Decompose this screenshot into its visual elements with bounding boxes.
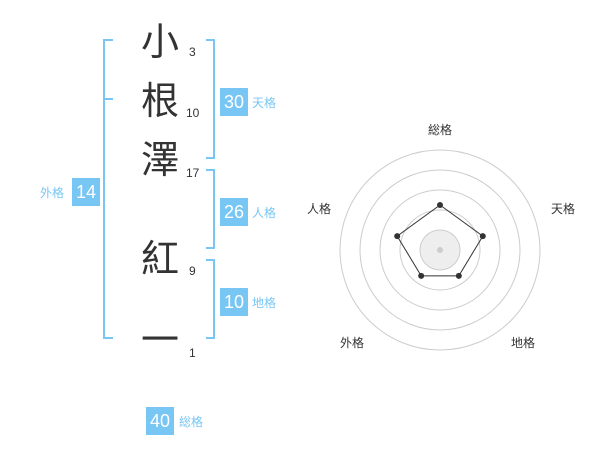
radar-grid-ring-5	[339, 149, 541, 351]
radar-grid-ring-2	[399, 209, 481, 291]
stroke-count-4: 9	[189, 264, 196, 278]
radar-grid-ring-4	[359, 169, 521, 331]
gaikaku-bracket	[103, 39, 113, 339]
chikaku-label: 地格	[252, 296, 277, 310]
radar-axis-label-chikaku: 地格	[511, 336, 536, 350]
gaikaku-badge: 14	[72, 178, 100, 206]
radar-center-dot	[437, 247, 443, 253]
name-char-5: 一	[140, 318, 179, 362]
radar-axis-label-jinkaku: 人格	[307, 202, 332, 216]
jinkaku-bracket	[206, 169, 215, 249]
radar-grid	[339, 149, 541, 351]
tenkaku-label: 天格	[252, 96, 277, 110]
radar-data-polygon	[396, 204, 484, 277]
radar-grid-ring-3	[379, 189, 501, 311]
radar-point-1	[437, 202, 443, 208]
radar-point-5	[394, 233, 401, 240]
tenkaku-bracket	[206, 39, 215, 159]
jinkaku-badge: 26	[220, 198, 248, 226]
name-char-4: 紅	[140, 237, 179, 281]
chikaku-bracket	[206, 259, 215, 339]
soukaku-label: 総格	[179, 415, 204, 429]
name-char-3: 澤	[140, 138, 179, 182]
radar-point-2	[479, 233, 486, 240]
radar-point-3	[455, 272, 462, 279]
soukaku-badge: 40	[146, 407, 174, 435]
chikaku-badge: 10	[220, 288, 248, 316]
tenkaku-badge: 30	[220, 88, 248, 116]
gaikaku-label: 外格	[40, 186, 65, 200]
stroke-count-2: 10	[186, 106, 200, 120]
radar-axis-label-gaikaku: 外格	[340, 336, 365, 350]
stroke-count-5: 1	[189, 346, 196, 360]
stroke-count-3: 17	[186, 166, 200, 180]
name-char-1: 小	[140, 20, 179, 64]
stroke-count-1: 3	[189, 45, 196, 59]
radar-axis-label-soukaku: 総格	[428, 123, 453, 137]
jinkaku-label: 人格	[252, 206, 277, 220]
name-char-2: 根	[140, 79, 179, 123]
radar-point-4	[418, 272, 425, 279]
radar-axis-label-tenkaku: 天格	[551, 202, 576, 216]
radar-data-points	[394, 202, 486, 279]
